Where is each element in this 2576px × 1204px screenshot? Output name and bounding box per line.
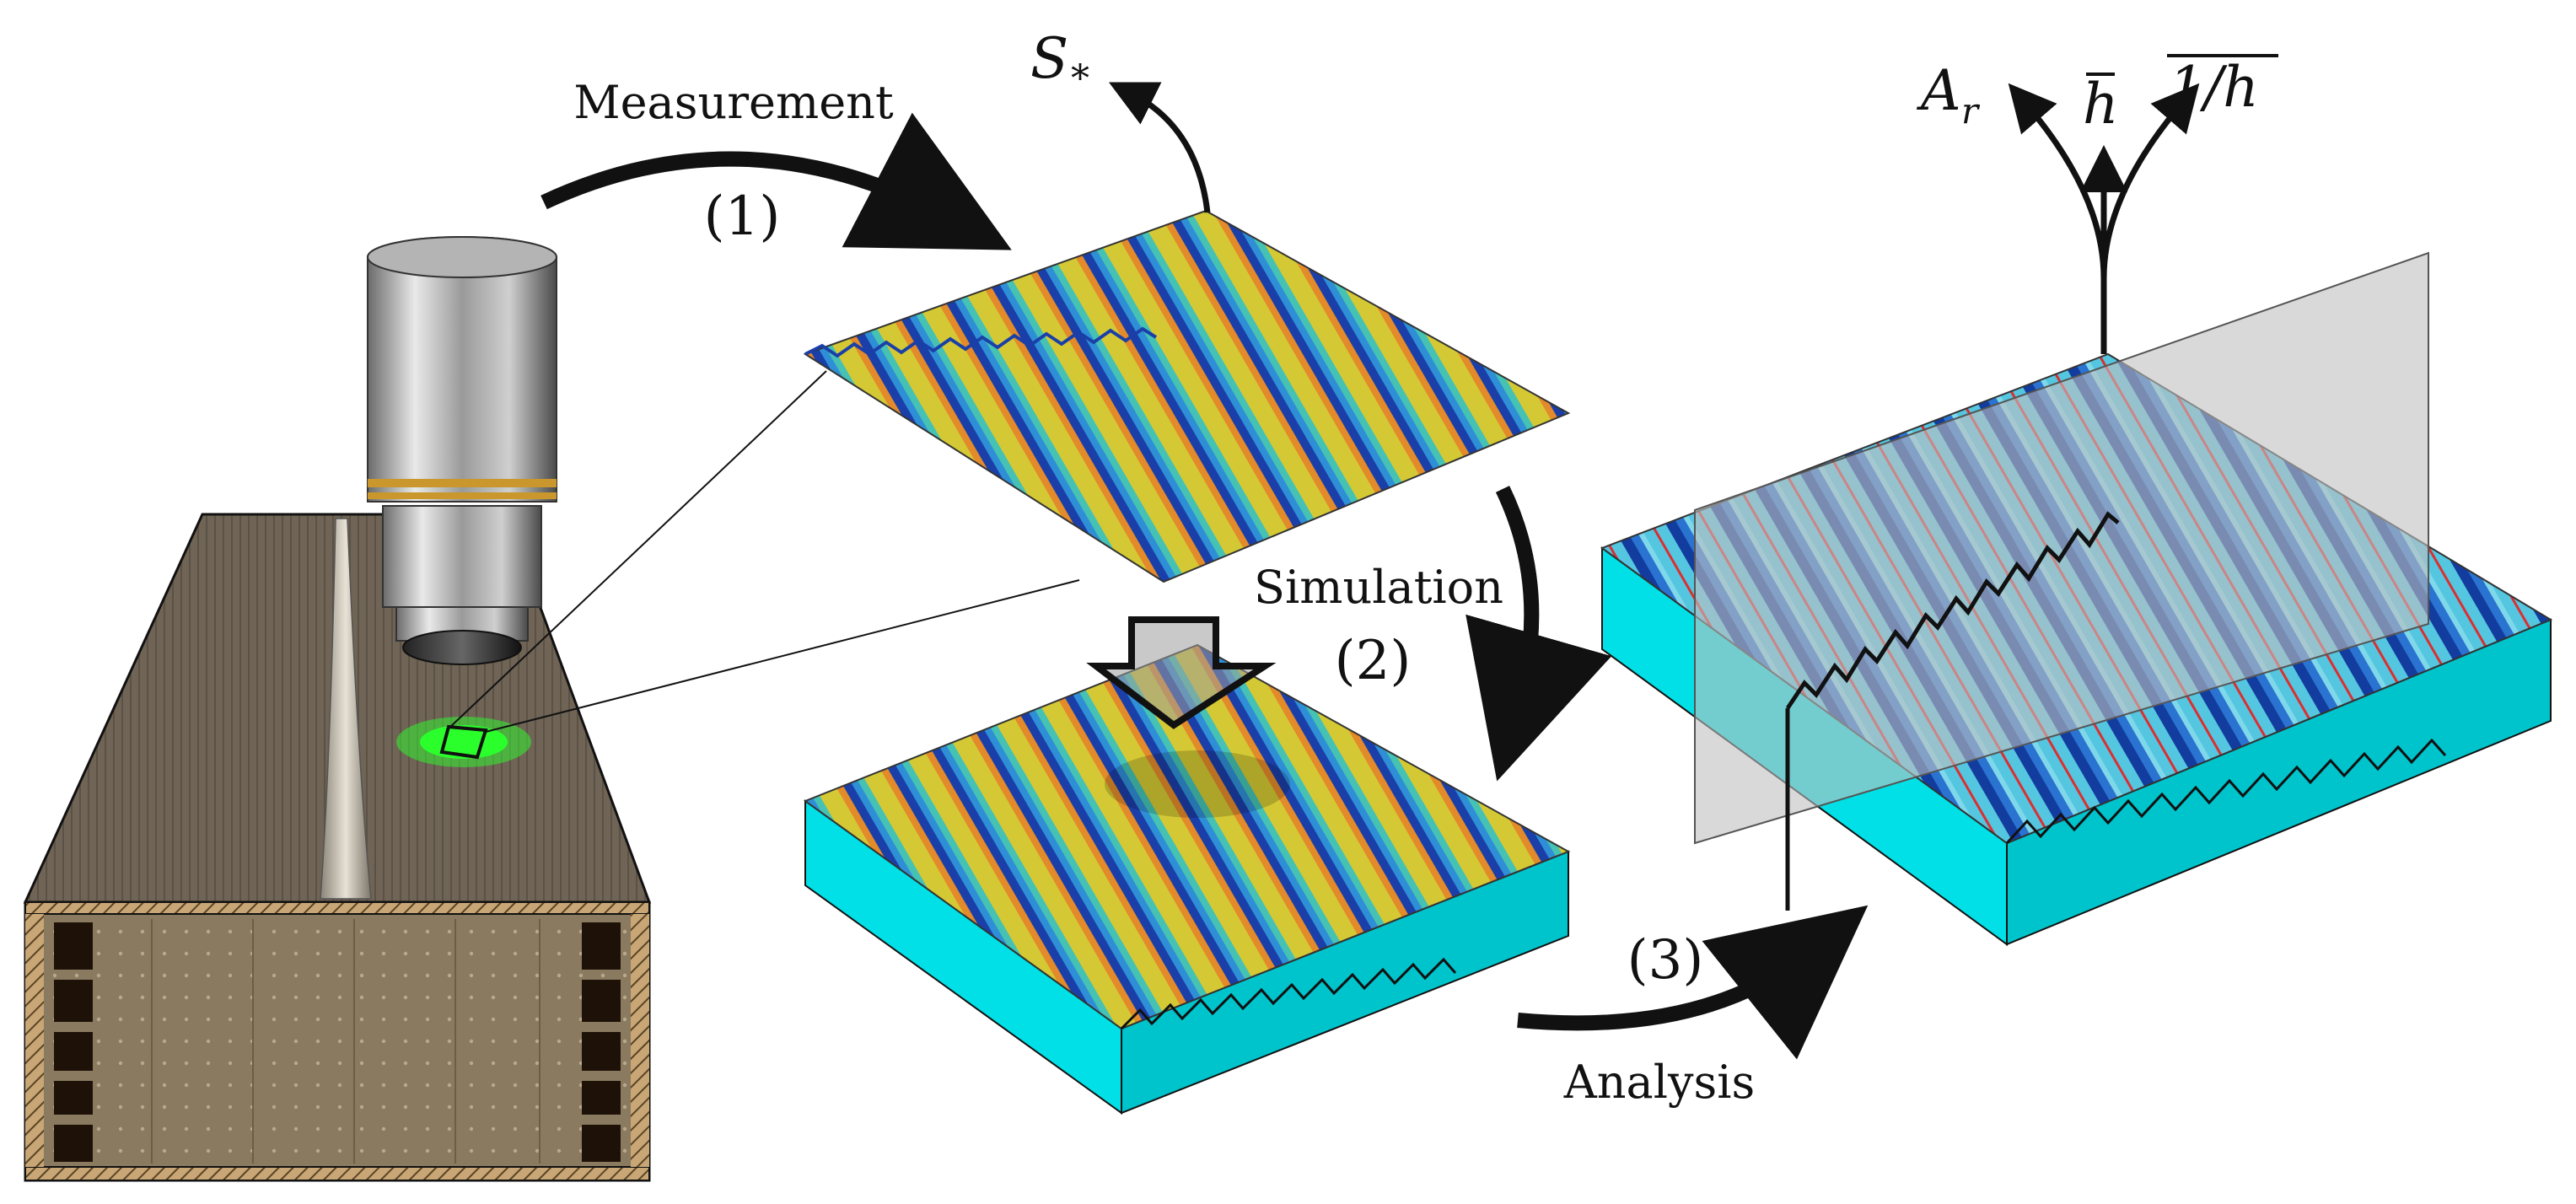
simulation-down-arrow — [1086, 616, 1277, 729]
wood-beam — [23, 513, 652, 1182]
svg-text:1/h: 1/h — [2169, 55, 2259, 120]
zoom-lines — [448, 370, 1080, 733]
output-arrows[interactable] — [2008, 83, 2200, 354]
h-bar-symbol: h — [2083, 72, 2119, 137]
simulated-block — [803, 643, 1571, 1115]
measured-surface — [803, 209, 1571, 583]
measurement-arrow[interactable] — [540, 112, 1012, 250]
step3-label: (3) — [1627, 929, 1704, 992]
svg-text:S: S — [1030, 26, 1068, 91]
inverse-h-mean-symbol: 1/h — [2167, 54, 2278, 120]
svg-text:r: r — [1961, 90, 1981, 132]
measurement-label: Measurement — [573, 76, 894, 129]
wood-cells-right — [582, 922, 621, 1162]
step2-label: (2) — [1335, 630, 1412, 692]
analysis-label: Analysis — [1563, 1056, 1755, 1109]
analysis-arrow[interactable] — [1517, 905, 1869, 1060]
simulation-label: Simulation — [1254, 561, 1503, 614]
microscope-objective — [367, 236, 557, 665]
simulation-arrow[interactable] — [1465, 486, 1612, 782]
measured-region-marker — [439, 724, 488, 760]
laser-spot — [396, 717, 531, 767]
wood-beam-front — [24, 900, 651, 1182]
svg-text:*: * — [1071, 57, 1089, 100]
s-star-arrow[interactable] — [1108, 82, 1211, 213]
simulated-surface — [803, 643, 1571, 1030]
a-r-symbol: A r — [1916, 58, 1981, 132]
section-profile — [1785, 511, 2120, 710]
wood-ridge — [320, 518, 372, 900]
wood-fibre-lines — [151, 919, 540, 1164]
section-plane — [1694, 251, 2429, 845]
svg-text:h: h — [2083, 72, 2119, 137]
s-star-symbol: S * — [1030, 26, 1089, 100]
wood-cells-left — [54, 922, 93, 1162]
step1-label: (1) — [704, 185, 781, 248]
svg-text:A: A — [1916, 58, 1961, 123]
